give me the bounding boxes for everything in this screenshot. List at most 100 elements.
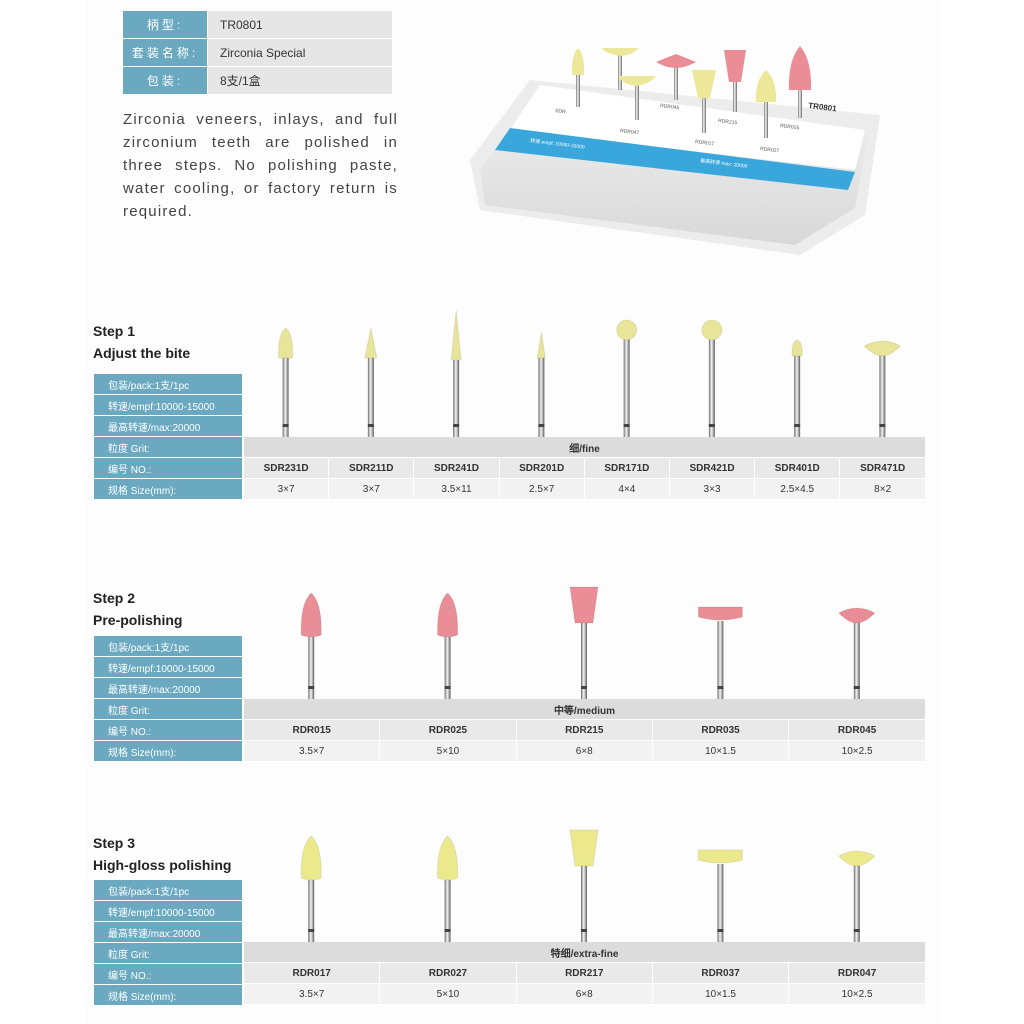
info-value: TR0801 bbox=[207, 11, 392, 39]
tool-head bbox=[697, 606, 743, 621]
grit-value: 特细/extra-fine bbox=[243, 942, 925, 963]
step-1-header: Step 1 Adjust the bite bbox=[93, 320, 190, 364]
product-code: SDR401D bbox=[754, 457, 840, 479]
tool-notch bbox=[453, 424, 460, 427]
spec-label: 包装/pack:1支/1pc bbox=[94, 374, 242, 395]
product-size: 3×7 bbox=[328, 478, 414, 500]
step-2-spec-table: 中等/medium RDR015 RDR025 RDR215 RDR035 RD… bbox=[242, 699, 925, 762]
grit-value: 细/fine bbox=[243, 437, 925, 458]
kit-code: SDR bbox=[555, 108, 567, 115]
tool-notch bbox=[853, 686, 860, 689]
tools-svg bbox=[300, 586, 876, 700]
step-3-spec-labels: 包装/pack:1支/1pc 转速/empf:10000-15000 最高转速/… bbox=[94, 880, 242, 1006]
tool-notch bbox=[717, 686, 724, 689]
product-size: 3.5×11 bbox=[413, 478, 500, 500]
spec-label: 编号 NO.: bbox=[94, 719, 242, 741]
polishing-tool bbox=[300, 835, 322, 943]
tool-notch bbox=[794, 424, 801, 427]
tool-notch bbox=[308, 686, 315, 689]
tool-shank bbox=[853, 864, 860, 943]
polishing-tool bbox=[837, 607, 876, 700]
step-2-spec-labels: 包装/pack:1支/1pc 转速/empf:10000-15000 最高转速/… bbox=[94, 636, 242, 762]
product-code: RDR015 bbox=[242, 719, 380, 741]
product-code: RDR047 bbox=[788, 962, 925, 984]
kit-tools bbox=[571, 46, 812, 138]
tool-head bbox=[616, 319, 638, 341]
product-size: 5×10 bbox=[379, 983, 517, 1005]
step-title: Step 3 bbox=[93, 835, 136, 851]
step-title: Step 2 bbox=[93, 590, 136, 606]
tool-notch bbox=[444, 929, 451, 932]
polishing-tool bbox=[616, 319, 638, 438]
spec-label: 编号 NO.: bbox=[94, 457, 242, 479]
tools-svg bbox=[300, 829, 876, 943]
tool-head bbox=[278, 327, 294, 359]
tool-shank bbox=[623, 338, 630, 438]
polishing-tool bbox=[364, 327, 378, 438]
tool-notch bbox=[367, 424, 374, 427]
product-code: SDR471D bbox=[839, 457, 925, 479]
product-size: 4×4 bbox=[583, 478, 670, 500]
kit-code: RDR027 bbox=[760, 146, 780, 154]
step-3-tools bbox=[243, 818, 925, 943]
tool-notch bbox=[538, 424, 545, 427]
tool-head bbox=[300, 835, 322, 881]
step-1-tools bbox=[243, 308, 925, 438]
tool-head bbox=[364, 327, 378, 359]
product-size: 5×10 bbox=[379, 740, 517, 762]
tool-shank bbox=[879, 354, 886, 438]
info-key: 柄型: bbox=[123, 11, 208, 39]
tool-notch bbox=[623, 424, 630, 427]
product-code: RDR017 bbox=[242, 962, 380, 984]
product-code: SDR421D bbox=[668, 457, 755, 479]
spec-label: 规格 Size(mm): bbox=[94, 478, 242, 500]
polishing-tool bbox=[437, 835, 459, 943]
product-size: 10×2.5 bbox=[788, 740, 925, 762]
step-2-tools bbox=[243, 575, 925, 700]
tool-shank bbox=[794, 354, 801, 438]
tool-shank bbox=[717, 621, 724, 700]
polishing-tool bbox=[791, 339, 803, 438]
polishing-tool bbox=[437, 592, 459, 700]
spec-label: 编号 NO.: bbox=[94, 963, 242, 985]
spec-label: 包装/pack:1支/1pc bbox=[94, 880, 242, 901]
polishing-tool bbox=[697, 849, 743, 943]
kit-code: RDR215 bbox=[718, 118, 738, 126]
polishing-tool bbox=[450, 309, 462, 438]
kit-code: RDR047 bbox=[620, 128, 640, 136]
tool-shank bbox=[453, 358, 460, 438]
step-title: Step 1 bbox=[93, 323, 136, 339]
tool-notch bbox=[581, 929, 587, 932]
tool-notch bbox=[282, 424, 289, 427]
tool-shank bbox=[717, 864, 724, 943]
info-key: 套装名称: bbox=[123, 38, 208, 67]
product-size: 3×3 bbox=[668, 478, 755, 500]
tool-shank bbox=[308, 637, 315, 700]
spec-label: 最高转速/max:20000 bbox=[94, 677, 242, 699]
grit-value: 中等/medium bbox=[243, 699, 925, 720]
tool-notch bbox=[581, 686, 587, 689]
spec-label: 转速/empf:10000-15000 bbox=[94, 900, 242, 922]
tool-head bbox=[837, 850, 876, 867]
tool-shank bbox=[308, 880, 315, 943]
product-code: SDR231D bbox=[242, 457, 329, 479]
product-size: 6×8 bbox=[515, 983, 653, 1005]
intro-paragraph: Zirconia veneers, inlays, and full zirco… bbox=[123, 111, 398, 220]
product-code: RDR217 bbox=[515, 962, 653, 984]
step-3-spec-table: 特细/extra-fine RDR017 RDR027 RDR217 RDR03… bbox=[242, 942, 925, 1005]
kit-card bbox=[510, 85, 865, 170]
kit-code: RDR045 bbox=[660, 103, 680, 111]
product-code: RDR037 bbox=[651, 962, 789, 984]
product-size: 3×7 bbox=[242, 478, 329, 500]
polishing-tool bbox=[536, 331, 546, 438]
tool-head bbox=[437, 592, 459, 638]
product-size: 10×1.5 bbox=[651, 983, 789, 1005]
tool-head bbox=[791, 339, 803, 357]
product-size: 8×2 bbox=[839, 478, 925, 500]
tool-shank bbox=[708, 338, 715, 438]
step-1-spec-labels: 包装/pack:1支/1pc 转速/empf:10000-15000 最高转速/… bbox=[94, 374, 242, 500]
tool-notch bbox=[308, 929, 315, 932]
polishing-tool bbox=[863, 340, 902, 438]
spec-label: 最高转速/max:20000 bbox=[94, 415, 242, 437]
product-size: 6×8 bbox=[515, 740, 653, 762]
